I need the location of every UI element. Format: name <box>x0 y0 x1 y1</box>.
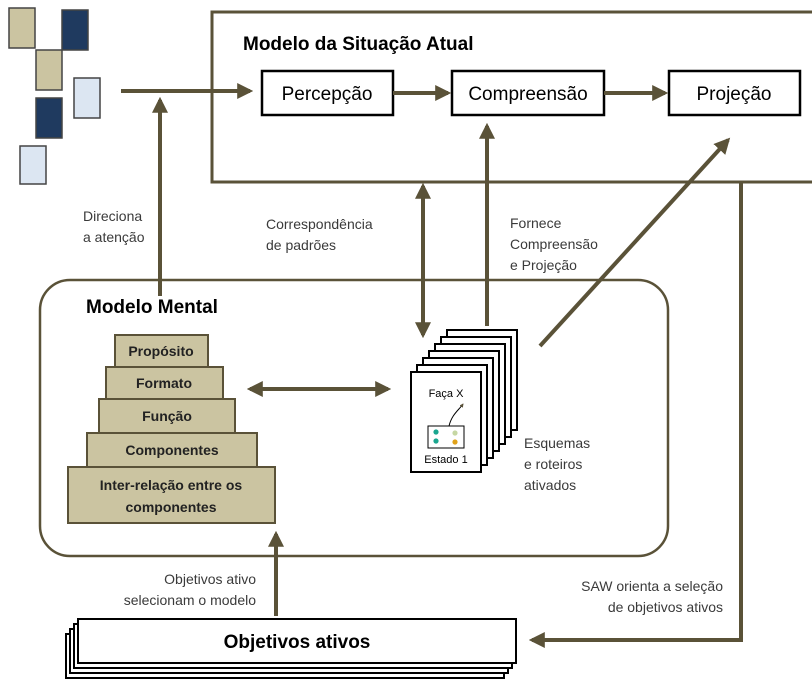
schema-card-front <box>410 371 482 473</box>
active-goals-box <box>77 618 517 664</box>
mental-model-frame <box>38 278 670 558</box>
saw-guides-note: SAW orienta a seleção <box>581 578 723 594</box>
pyramid-level <box>67 466 276 524</box>
pyramid-level-label: componentes <box>125 499 216 515</box>
schema-dot <box>452 439 458 445</box>
provides-note: Fornece <box>510 215 562 231</box>
schema-dot <box>433 429 439 435</box>
schema-card-stack <box>410 329 518 473</box>
input-tile <box>35 49 63 91</box>
provides-projection-arrow <box>538 137 731 348</box>
input-tile <box>8 7 36 49</box>
perception-label: Percepção <box>282 84 373 105</box>
projection-label: Projeção <box>697 84 772 105</box>
input-tile <box>19 145 47 185</box>
input-tiles <box>8 7 101 185</box>
goals-select-note: selecionam o modelo <box>124 592 257 608</box>
schema-dot <box>433 438 439 444</box>
pyramid-level-label: Inter-relação entre os <box>100 477 243 493</box>
pyramid-level-label: Componentes <box>125 442 219 458</box>
input-tile <box>73 77 101 119</box>
pyramid-level-label: Propósito <box>128 343 193 359</box>
pyramid-level-label: Função <box>142 408 192 424</box>
input-tile <box>35 97 63 139</box>
pattern-matching-note: de padrões <box>266 237 336 253</box>
input-tile <box>61 9 89 51</box>
active-goals-stack <box>65 618 517 679</box>
mental-model-title: Modelo Mental <box>86 297 218 318</box>
provides-note: Compreensão <box>510 236 598 252</box>
schemas-caption-line: Esquemas <box>524 435 590 451</box>
goals-select-note: Objetivos ativo <box>164 571 256 587</box>
provides-note: e Projeção <box>510 257 577 273</box>
directs-attention-note: Direciona <box>83 208 142 224</box>
mental-model-pyramid: Propósito Formato Função Componentes Int… <box>67 334 276 524</box>
pyramid-level <box>105 366 224 400</box>
schemas-caption-line: ativados <box>524 477 576 493</box>
pyramid-level-label: Formato <box>136 375 192 391</box>
schema-card-bottom-text: Estado 1 <box>424 454 467 466</box>
saw-guides-arrow <box>528 182 743 648</box>
projection-box <box>667 69 802 117</box>
pyramid-level <box>86 432 258 468</box>
comprehension-label: Compreensão <box>468 84 587 105</box>
directs-attention-note: a atenção <box>83 229 145 245</box>
situation-model-title: Modelo da Situação Atual <box>243 34 474 55</box>
comprehension-box <box>450 69 606 117</box>
schema-card-illustration <box>427 425 465 449</box>
pattern-matching-note: Correspondência <box>266 216 373 232</box>
schema-dot <box>452 430 458 436</box>
pyramid-level <box>98 398 236 434</box>
saw-guides-note: de objetivos ativos <box>608 599 723 615</box>
schema-card-top-text: Faça X <box>429 388 465 400</box>
schema-card-curve <box>448 403 464 427</box>
schemas-caption-line: e roteiros <box>524 456 582 472</box>
active-goals-label: Objetivos ativos <box>224 632 371 653</box>
pyramid-level <box>114 334 209 368</box>
